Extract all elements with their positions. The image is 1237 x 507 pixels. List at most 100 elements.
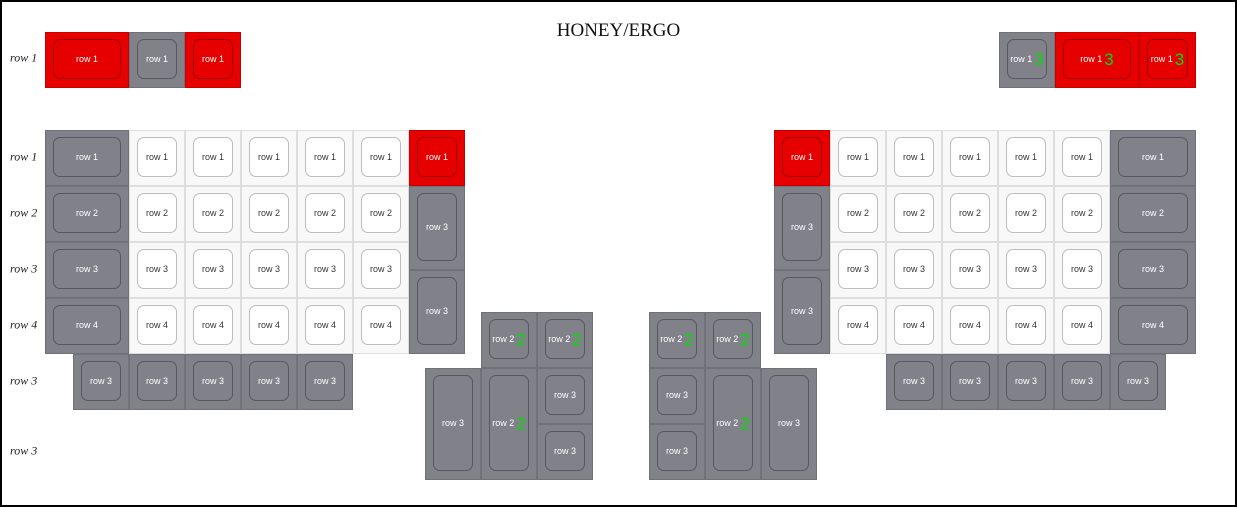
key-right-main[interactable]: row 2 [1110,186,1196,242]
key-left-bottom[interactable]: row 3 [241,354,297,410]
key-right-main[interactable]: row 1 [1110,130,1196,186]
key-left-main[interactable]: row 3 [185,242,241,298]
key-left-main[interactable]: row 1 [241,130,297,186]
keycap: row 1 [1118,137,1188,177]
keycap: row 3 [249,249,289,289]
key-right-main[interactable]: row 1 [998,130,1054,186]
key-label: row 4 [145,320,168,330]
key-right-main[interactable]: row 3 [886,242,942,298]
key-right-thumb[interactable]: row 3 [649,424,705,480]
key-left-main[interactable]: row 4 [185,298,241,354]
key-left-main[interactable]: row 3 [129,242,185,298]
key-left-main[interactable]: row 2 [185,186,241,242]
key-right-thumb[interactable]: row 3 [649,368,705,424]
key-left-top[interactable]: row 1 [185,32,241,88]
keycap: row 3 [193,249,233,289]
key-left-inner[interactable]: row 3 [409,186,465,270]
key-label: row 2 [660,334,683,344]
key-label: row 4 [257,320,280,330]
key-left-inner[interactable]: row 3 [409,270,465,354]
key-left-main[interactable]: row 4 [353,298,409,354]
key-left-bottom[interactable]: row 3 [185,354,241,410]
key-label: row 3 [790,306,813,316]
key-right-thumb[interactable]: row 3 [761,368,817,480]
key-left-bottom[interactable]: row 3 [297,354,353,410]
keycap: row 3 [1006,361,1046,401]
key-left-bottom[interactable]: row 3 [73,354,129,410]
key-left-main[interactable]: row 2 [45,186,129,242]
key-left-main[interactable]: row 2 [129,186,185,242]
key-overlay-number: 2 [572,329,582,349]
key-right-main[interactable]: row 2 [830,186,886,242]
keycap: row 3 [81,361,121,401]
key-right-inner[interactable]: row 1 [774,130,830,186]
key-left-main[interactable]: row 4 [297,298,353,354]
key-right-bottom[interactable]: row 3 [886,354,942,410]
key-right-main[interactable]: row 4 [830,298,886,354]
keycap: row 3 [545,375,585,415]
key-left-thumb[interactable]: row 3 [425,368,481,480]
key-left-main[interactable]: row 3 [353,242,409,298]
keycap: row 3 [769,375,809,471]
key-left-main[interactable]: row 4 [129,298,185,354]
key-right-main[interactable]: row 3 [1054,242,1110,298]
key-left-inner[interactable]: row 1 [409,130,465,186]
key-left-main[interactable]: row 4 [241,298,297,354]
keycap: row 3 [838,249,878,289]
key-left-main[interactable]: row 3 [297,242,353,298]
key-right-main[interactable]: row 4 [886,298,942,354]
key-right-bottom[interactable]: row 3 [1110,354,1166,410]
key-left-top[interactable]: row 1 [129,32,185,88]
key-right-main[interactable]: row 1 [1054,130,1110,186]
key-right-bottom[interactable]: row 3 [1054,354,1110,410]
key-overlay-number: 2 [740,329,750,349]
key-right-main[interactable]: row 1 [830,130,886,186]
key-right-main[interactable]: row 2 [942,186,998,242]
key-right-main[interactable]: row 4 [998,298,1054,354]
key-left-thumb[interactable]: row 3 [537,424,593,480]
key-left-main[interactable]: row 2 [297,186,353,242]
key-label: row 2 [902,208,925,218]
key-left-main[interactable]: row 1 [297,130,353,186]
key-left-main[interactable]: row 1 [185,130,241,186]
key-right-main[interactable]: row 1 [942,130,998,186]
key-right-main[interactable]: row 1 [886,130,942,186]
key-right-main[interactable]: row 3 [942,242,998,298]
key-left-main[interactable]: row 4 [45,298,129,354]
key-left-main[interactable]: row 2 [241,186,297,242]
key-right-bottom[interactable]: row 3 [998,354,1054,410]
key-left-main[interactable]: row 1 [353,130,409,186]
key-left-main[interactable]: row 2 [353,186,409,242]
key-right-main[interactable]: row 3 [1110,242,1196,298]
key-label: row 4 [201,320,224,330]
key-right-main[interactable]: row 2 [998,186,1054,242]
key-right-main[interactable]: row 3 [998,242,1054,298]
key-right-inner[interactable]: row 3 [774,186,830,270]
key-left-main[interactable]: row 1 [45,130,129,186]
key-left-top[interactable]: row 1 [45,32,129,88]
key-left-main[interactable]: row 1 [129,130,185,186]
key-left-main[interactable]: row 3 [45,242,129,298]
key-right-bottom[interactable]: row 3 [942,354,998,410]
key-right-inner[interactable]: row 3 [774,270,830,354]
key-right-main[interactable]: row 2 [886,186,942,242]
key-left-thumb[interactable]: row 3 [537,368,593,424]
key-left-bottom[interactable]: row 3 [129,354,185,410]
keycap: row 1 [417,137,457,177]
key-right-main[interactable]: row 3 [830,242,886,298]
key-left-main[interactable]: row 3 [241,242,297,298]
key-right-main[interactable]: row 4 [1054,298,1110,354]
key-right-main[interactable]: row 2 [1054,186,1110,242]
key-right-main[interactable]: row 4 [1110,298,1196,354]
key-right-main[interactable]: row 4 [942,298,998,354]
